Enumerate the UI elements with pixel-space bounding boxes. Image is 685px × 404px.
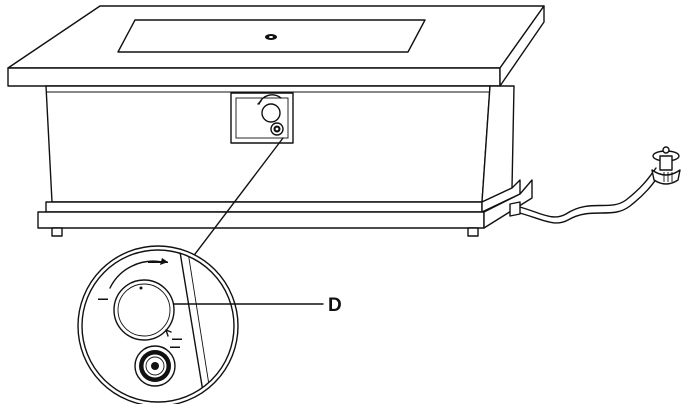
callout-label-d: D: [328, 295, 342, 316]
burner-opening: [117, 19, 426, 53]
base-plinth: [37, 179, 533, 237]
detail-leader-line: [191, 137, 284, 259]
control-knob-small-icon: [261, 103, 281, 123]
control-knob-icon: [113, 279, 175, 341]
gas-regulator-icon: [651, 146, 681, 185]
foot-left: [51, 227, 63, 237]
igniter-mark-1: ▬▬: [172, 336, 182, 342]
igniter-button-icon: [134, 345, 176, 387]
dial-mark-left: ▬▬: [98, 296, 108, 302]
gas-hose: [509, 167, 661, 224]
foot-right: [467, 227, 479, 237]
control-panel: [230, 92, 294, 144]
magnified-detail: ▬▬▬▬ ▬▬ ▬▬ ▬▬: [77, 245, 239, 404]
dial-mark-top: ▬▬▬▬: [148, 259, 168, 265]
igniter-mark-2: ▬▬: [170, 344, 180, 350]
